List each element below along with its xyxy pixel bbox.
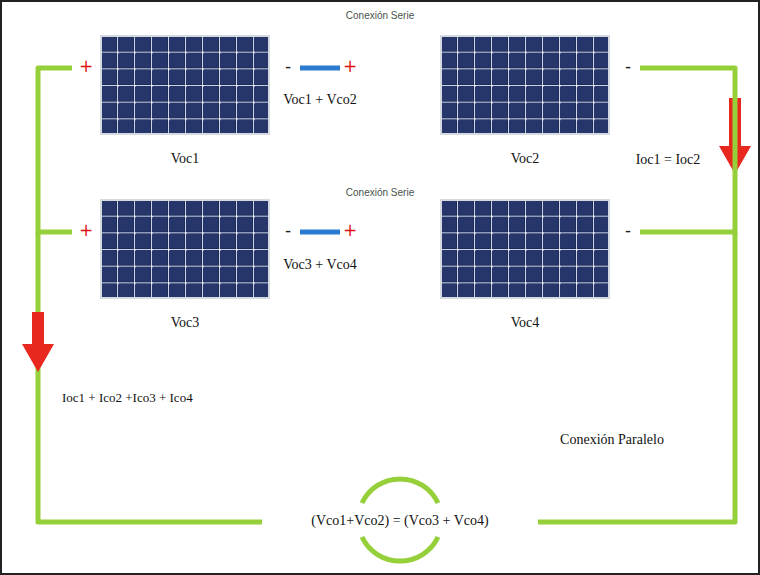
negative-terminal: -: [625, 221, 631, 240]
solar-panel: + - Voc1: [72, 35, 300, 175]
panel-frame: [100, 35, 270, 135]
panel-label: Voc3: [171, 315, 200, 330]
positive-terminal: +: [79, 221, 93, 240]
panel-label: Voc2: [511, 151, 540, 166]
solar-panel: + - Voc3: [72, 199, 300, 339]
equality-ring: [362, 537, 438, 561]
panel-cells: [102, 201, 268, 297]
negative-terminal: -: [625, 57, 631, 76]
solar-panel: + - Voc2: [340, 35, 640, 175]
current-label: Ioc1 + Ico2 +Ico3 + Ico4: [62, 391, 193, 405]
positive-terminal: +: [343, 221, 357, 240]
panel-illustration: [440, 199, 610, 299]
section-title: Conexión Serie: [346, 10, 414, 21]
panel-frame: [440, 199, 610, 299]
current-arrow: [22, 312, 54, 372]
positive-terminal: +: [79, 57, 93, 76]
series-voltage-label: Voc3 + Vco4: [281, 257, 359, 272]
panel-cells: [102, 37, 268, 133]
panel-cells: [442, 201, 608, 297]
solar-panel: + - Voc4: [340, 199, 640, 339]
equality-ring: [362, 479, 438, 503]
series-voltage-label: Voc1 + Vco2: [281, 92, 359, 107]
negative-terminal: -: [285, 221, 291, 240]
series-link: [300, 66, 340, 71]
panel-label: Voc1: [171, 151, 200, 166]
panel-illustration: [100, 199, 270, 299]
panel-cells: [442, 37, 608, 133]
panel-illustration: [440, 35, 610, 135]
panel-frame: [100, 199, 270, 299]
positive-terminal: +: [343, 57, 357, 76]
current-label: Ioc1 = Ioc2: [636, 152, 701, 167]
section-title: Conexión Paralelo: [560, 432, 664, 447]
parallel-wire: [640, 68, 735, 232]
panel-frame: [440, 35, 610, 135]
voltage-equation: (Vco1+Vco2) = (Vco3 + Vco4): [311, 513, 488, 528]
section-title: Conexión Serie: [346, 187, 414, 198]
panel-label: Voc4: [511, 315, 540, 330]
negative-terminal: -: [285, 57, 291, 76]
parallel-wire: [38, 68, 72, 232]
panel-illustration: [100, 35, 270, 135]
series-link: [300, 230, 340, 235]
